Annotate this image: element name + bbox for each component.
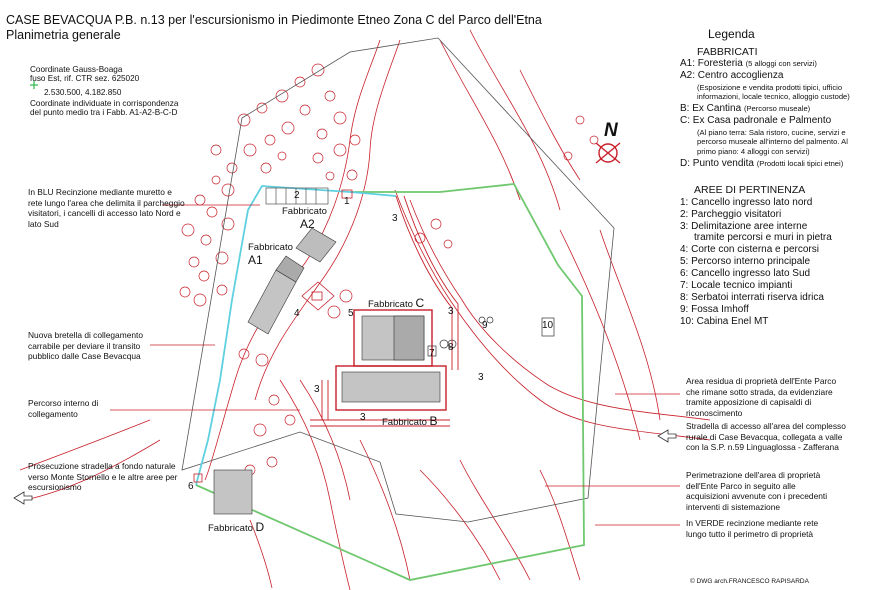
legend-item: tramite percorsi e muri in pietra [694,232,832,243]
area-number-3: 3 [392,213,398,224]
arrows [13,429,677,505]
compass-icon [595,142,621,164]
legend-item: 10: Cabina Enel MT [680,316,769,327]
leader-lines [110,204,680,526]
area-number-4: 4 [294,308,300,319]
page-subtitle: Planimetria generale [6,28,121,42]
gps-marker-icon [30,81,38,89]
legend-item: 5: Percorso interno principale [680,256,811,267]
page-title: CASE BEVACQUA P.B. n.13 per l'escursioni… [6,13,542,27]
technical-items [427,316,555,357]
note-prosecuzione: Prosecuzione stradella a fondo naturale … [28,461,178,492]
area-number-3: 3 [448,306,454,317]
area-number-8: 8 [448,342,454,353]
area-number-5: 5 [348,308,354,319]
note-green-fence: In VERDE recinzione mediante rete lungo … [686,518,819,539]
area-number-3: 3 [314,384,320,395]
legend-c-note: (Al piano terra: Sala ristoro, cucine, s… [697,128,848,156]
legend-item: 4: Corte con cisterna e percorsi [680,244,819,255]
note-area-residua: Area residua di proprietà dell'Ente Parc… [686,376,837,418]
contour-lines [19,29,711,590]
area-number-2: 2 [294,190,300,201]
legend-item: 3: Delimitazione aree interne [680,221,808,232]
north-label: N [604,120,618,141]
building-c [353,309,433,367]
label-fabbricato-c: Fabbricato C [368,296,425,310]
note-percorso: Percorso interno di collegamento [28,398,99,419]
legend-fabbricati-head: FABBRICATI [697,46,758,58]
label-fabbricato-d: Fabbricato D [208,520,265,534]
label-a1: A1 [248,253,263,267]
gate-south [193,473,203,483]
coords-line1: Coordinate Gauss-Boaga [30,65,123,74]
internal-walls [310,195,459,427]
note-perimetrazione: Perimetrazione dell'area di proprietà de… [686,470,828,512]
legend-aree-head: AREE DI PERTINENZA [694,184,806,196]
legend-item: 2: Parcheggio visitatori [680,209,782,220]
property-perimeter [181,37,615,523]
parking-area [265,187,329,205]
legend-c: C: Ex Casa padronale e Palmento [680,115,832,126]
label-fabbricato-a2: Fabbricato [282,206,327,217]
area-number-9: 9 [482,320,488,331]
credit: © DWG arch.FRANCESCO RAPISARDA [690,578,809,585]
building-a1 [247,255,305,335]
building-d [213,469,253,515]
coords-values: 2.530.500, 4.182.850 [44,88,122,97]
building-a2 [295,227,337,263]
area-number-6: 6 [188,481,194,492]
legend-a1: A1: Foresteria (5 alloggi con servizi) [680,58,817,69]
legend-a2: A2: Centro accoglienza [680,70,784,81]
legend-item: 8: Serbatoi interrati riserva idrica [680,292,824,303]
legend-item: 6: Cancello ingresso lato Sud [680,268,811,279]
legend-b: B: Ex Cantina (Percorso museale) [680,103,811,114]
gate-north [341,189,353,199]
label-a2: A2 [300,217,315,231]
note-bretella: Nuova bretella di collegamento carrabile… [28,330,143,361]
area-number-10: 10 [542,320,554,331]
label-fabbricato-b: Fabbricato B [382,414,438,428]
area-number-3: 3 [478,372,484,383]
blue-fence [195,185,397,486]
note-blue-fence: In BLU Recinzione mediante muretto e ret… [28,187,185,229]
legend-item: 1: Cancello ingresso lato nord [680,197,813,208]
note-stradella: Stradella di accesso all'area del comple… [686,421,846,452]
legend-item: 7: Locale tecnico impianti [680,280,793,291]
coords-line4: del punto medio tra i Fabb. A1-A2-B-C-D [30,108,178,117]
area-number-1: 1 [344,196,350,207]
coords-line2: fuso Est, rif. CTR sez. 625020 [30,74,140,83]
area-number-3: 3 [360,412,366,423]
legend-a2-note: (Esposizione e vendita prodotti tipici, … [697,83,850,102]
legend-d: D: Punto vendita (Prodotti locali tipici… [680,158,844,169]
legend-item: 9: Fossa Imhoff [680,304,749,315]
courtyard-cistern [301,281,335,311]
label-fabbricato-a1: Fabbricato [248,242,293,253]
building-b [335,365,447,411]
area-number-7: 7 [429,348,435,359]
green-fence [195,183,585,581]
coords-line3: Coordinate individuate in corrispondenza [30,99,179,108]
legend-title: Legenda [708,27,755,41]
